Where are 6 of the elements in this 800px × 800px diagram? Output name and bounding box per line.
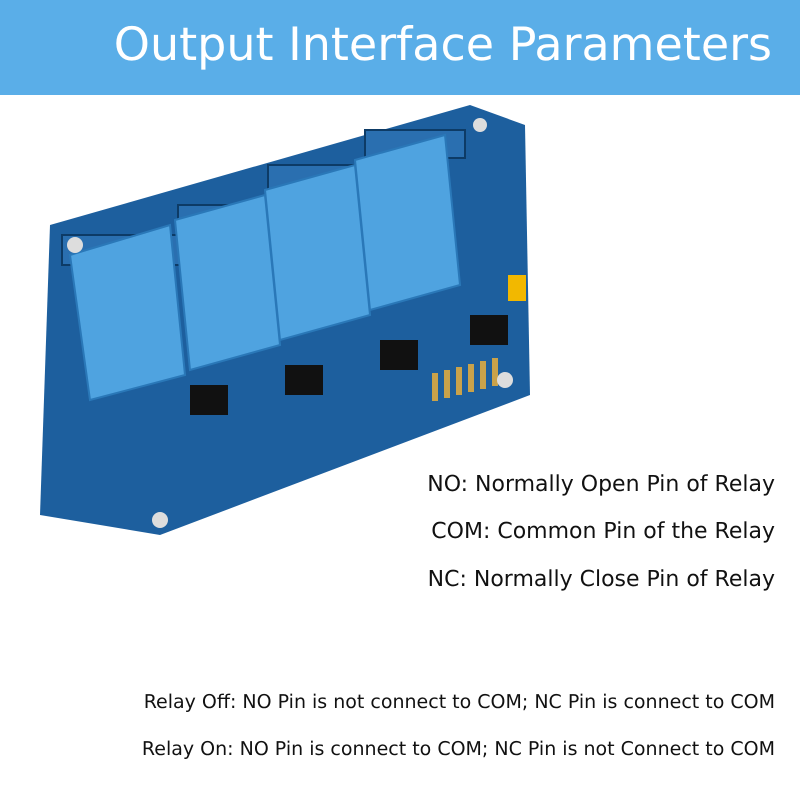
title: Output Interface Parameters <box>114 16 772 73</box>
pin-definition: COM: Common Pin of the Relay <box>431 519 775 544</box>
relay-state-note: Relay Off: NO Pin is not connect to COM; NC Pin is connect to COM <box>144 691 775 713</box>
pin-definition: NO: Normally Open Pin of Relay <box>427 472 775 497</box>
relay-state-note: Relay On: NO Pin is connect to COM; NC Pin is not Connect to COM <box>142 738 775 760</box>
pin-definition: NC: Normally Close Pin of Relay <box>428 567 775 592</box>
